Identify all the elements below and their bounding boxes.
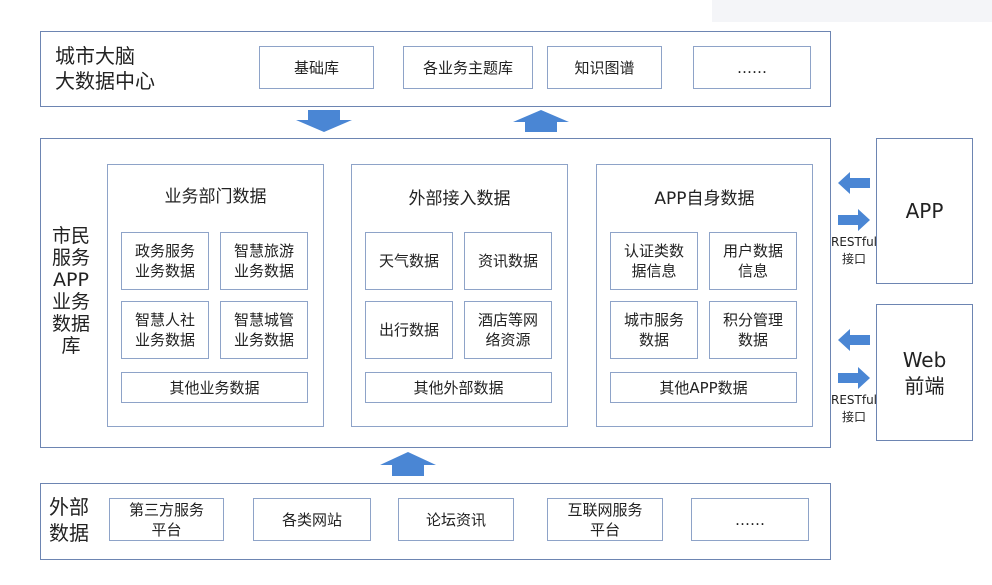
left-arrow-icon [838, 329, 870, 351]
top-item-topic-library: 各业务主题库 [403, 46, 533, 89]
app-client-box: APP [876, 138, 973, 284]
bottom-item-ellipsis: …… [691, 498, 809, 541]
business-cell-gov-service: 政务服务 业务数据 [121, 232, 209, 290]
external-cell-news: 资讯数据 [464, 232, 552, 290]
external-cell-hotel: 酒店等网 络资源 [464, 301, 552, 359]
citizen-app-database-label: 市民 服务 APP 业务 数据 库 [51, 225, 90, 357]
right-arrow-icon [838, 209, 870, 231]
web-frontend-box: Web 前端 [876, 304, 973, 441]
bottom-item-forum-news: 论坛资讯 [398, 498, 514, 541]
app-other: 其他APP数据 [610, 372, 797, 403]
right-arrow-icon [838, 367, 870, 389]
bottom-item-internet-service: 互联网服务 平台 [547, 498, 663, 541]
app-data-title: APP自身数据 [654, 189, 755, 209]
app-cell-city-service: 城市服务 数据 [610, 301, 698, 359]
external-data-title: 外部接入数据 [408, 189, 511, 209]
business-cell-smart-hr: 智慧人社 业务数据 [121, 301, 209, 359]
city-brain-panel: 城市大脑 大数据中心 基础库 各业务主题库 知识图谱 …… [40, 31, 831, 107]
external-data-panel: 外部 数据 第三方服务 平台 各类网站 论坛资讯 互联网服务 平台 …… [40, 483, 831, 560]
app-cell-auth: 认证类数 据信息 [610, 232, 698, 290]
business-cell-smart-tourism: 智慧旅游 业务数据 [220, 232, 308, 290]
left-arrow-icon [838, 172, 870, 194]
down-arrow-icon [296, 110, 352, 132]
business-other: 其他业务数据 [121, 372, 308, 403]
bottom-item-third-party: 第三方服务 平台 [109, 498, 224, 541]
top-item-ellipsis: …… [693, 46, 811, 89]
external-data-label: 外部 数据 [49, 495, 89, 545]
top-item-base-library: 基础库 [259, 46, 374, 89]
app-cell-points: 积分管理 数据 [709, 301, 797, 359]
external-cell-travel: 出行数据 [365, 301, 453, 359]
up-arrow-icon [380, 452, 436, 476]
citizen-app-database-panel: 市民 服务 APP 业务 数据 库 业务部门数据 政务服务 业务数据 智慧旅游 … [40, 138, 831, 448]
business-data-title: 业务部门数据 [164, 187, 267, 207]
top-band-decoration [712, 0, 992, 22]
app-client-label: APP [905, 199, 944, 223]
business-data-section: 业务部门数据 政务服务 业务数据 智慧旅游 业务数据 智慧人社 业务数据 智慧城… [107, 164, 324, 427]
city-brain-title: 城市大脑 大数据中心 [55, 44, 155, 93]
app-cell-user: 用户数据 信息 [709, 232, 797, 290]
external-data-section: 外部接入数据 天气数据 资讯数据 出行数据 酒店等网 络资源 其他外部数据 [351, 164, 568, 427]
restful-interface-label-app: RESTful 接口 [830, 235, 878, 266]
web-frontend-label: Web 前端 [902, 348, 947, 398]
top-item-knowledge-graph: 知识图谱 [547, 46, 662, 89]
external-other: 其他外部数据 [365, 372, 552, 403]
external-cell-weather: 天气数据 [365, 232, 453, 290]
restful-interface-label-web: RESTful 接口 [830, 393, 878, 424]
up-arrow-icon [513, 110, 569, 132]
bottom-item-websites: 各类网站 [253, 498, 371, 541]
app-data-section: APP自身数据 认证类数 据信息 用户数据 信息 城市服务 数据 积分管理 数据… [596, 164, 813, 427]
business-cell-smart-city-mgmt: 智慧城管 业务数据 [220, 301, 308, 359]
